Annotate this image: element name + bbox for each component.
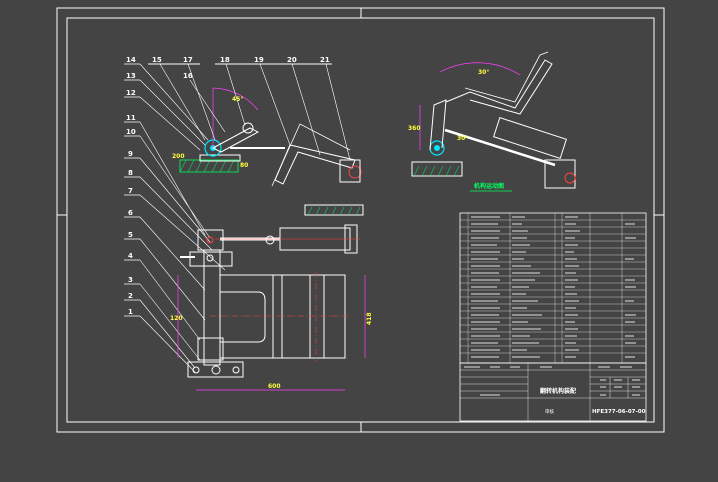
plan-base-bolt-right (232, 366, 240, 374)
plan-dim-width-label: 600 (268, 383, 281, 390)
plan-base (187, 361, 244, 378)
part-number-9: 9 (128, 150, 133, 158)
part-number-7: 7 (128, 187, 133, 195)
title-block-footer-label: 审核 (545, 408, 554, 415)
elevation-tray (274, 144, 356, 185)
elevation-height-label: 200 (172, 153, 185, 160)
ground-hatch (179, 159, 235, 173)
left-part-numbers: 14 13 12 11 10 9 8 7 6 5 4 3 2 1 (124, 56, 226, 373)
bom-row-text (471, 216, 636, 358)
plan-base-bolt-left (192, 366, 200, 374)
plan-top-plate-bolt (206, 254, 214, 262)
title-block-name: 翻转机构装配 (539, 387, 576, 395)
part-number-17: 17 (183, 56, 193, 64)
bom-columns (467, 213, 623, 363)
plan-view: 418 600 120 (170, 224, 373, 391)
part-number-19: 19 (254, 56, 264, 64)
motion-cylinder (444, 128, 556, 167)
motion-cylinder-body (492, 117, 568, 159)
part-number-2: 2 (128, 292, 133, 300)
motion-tray-body (464, 51, 549, 103)
title-block-text (464, 366, 640, 396)
left-leaders (139, 63, 226, 373)
part-number-20: 20 (287, 56, 297, 64)
motion-arm (429, 99, 447, 151)
motion-angle-arc (439, 62, 521, 76)
motion-height-label: 360 (408, 125, 421, 132)
part-number-14: 14 (126, 56, 136, 64)
part-number-4: 4 (128, 252, 133, 260)
plan-top-bearing (197, 229, 224, 251)
top-leaders (159, 63, 351, 161)
plan-top-bearing-hole (206, 236, 214, 244)
motion-ground (411, 161, 463, 177)
motion-angle-label: 30° (478, 69, 489, 76)
elevation-right-support (339, 159, 361, 183)
motion-view-title: 机构运动图 (474, 182, 504, 190)
part-number-21: 21 (320, 56, 330, 64)
motion-support (544, 159, 576, 189)
elevation-angle-arc (212, 87, 259, 111)
motion-pivot-core (434, 145, 440, 151)
elevation-right-pivot (348, 165, 362, 179)
bom-rows (460, 219, 646, 354)
motion-view: 30° 360 30° 机构运动图 (408, 51, 576, 192)
elevation-arm-joint (242, 122, 254, 134)
plan-base-center (211, 365, 221, 375)
top-part-numbers: 15 17 16 18 19 20 21 (148, 56, 351, 161)
motion-support-pivot (564, 172, 576, 184)
motion-ground-hatch (413, 165, 460, 177)
plan-tray-handle (220, 291, 266, 343)
part-number-12: 12 (126, 89, 136, 97)
part-number-11: 11 (126, 114, 136, 122)
part-number-10: 10 (126, 128, 136, 136)
elevation-tray-outline (271, 123, 351, 187)
part-number-6: 6 (128, 209, 133, 217)
plan-rod-joint (265, 235, 275, 245)
elevation-view: 45° 80 200 (172, 87, 364, 216)
part-number-15: 15 (152, 56, 162, 64)
motion-small-angle-label: 30° (457, 135, 468, 142)
title-block-code: HFE377-06-07-00 (592, 409, 646, 415)
part-number-13: 13 (126, 72, 136, 80)
part-number-18: 18 (220, 56, 230, 64)
plan-dim-left-label: 120 (170, 315, 183, 322)
bom-outline (459, 212, 647, 364)
elevation-arm (211, 127, 260, 153)
title-block (459, 362, 647, 422)
left-underlines (124, 63, 140, 317)
plan-shaft (203, 249, 221, 366)
part-number-3: 3 (128, 276, 133, 284)
part-number-5: 5 (128, 231, 133, 239)
plan-bottom-bearing (197, 337, 224, 361)
part-number-1: 1 (128, 308, 133, 316)
ground-base (179, 159, 239, 173)
bom-table: 翻转机构装配 HFE377-06-07-00 审核 (459, 212, 647, 422)
plan-top-plate (189, 251, 233, 267)
elevation-rail (304, 204, 364, 216)
part-number-8: 8 (128, 169, 133, 177)
part-number-16: 16 (183, 72, 193, 80)
elevation-width-label: 80 (240, 162, 248, 169)
plan-dim-height-label: 418 (366, 312, 373, 325)
motion-tray (445, 59, 553, 115)
elevation-rail-hatch (307, 206, 361, 216)
elevation-angle-label: 45° (232, 96, 243, 103)
title-block-lines (460, 363, 646, 421)
elevation-base-plate (199, 154, 241, 162)
